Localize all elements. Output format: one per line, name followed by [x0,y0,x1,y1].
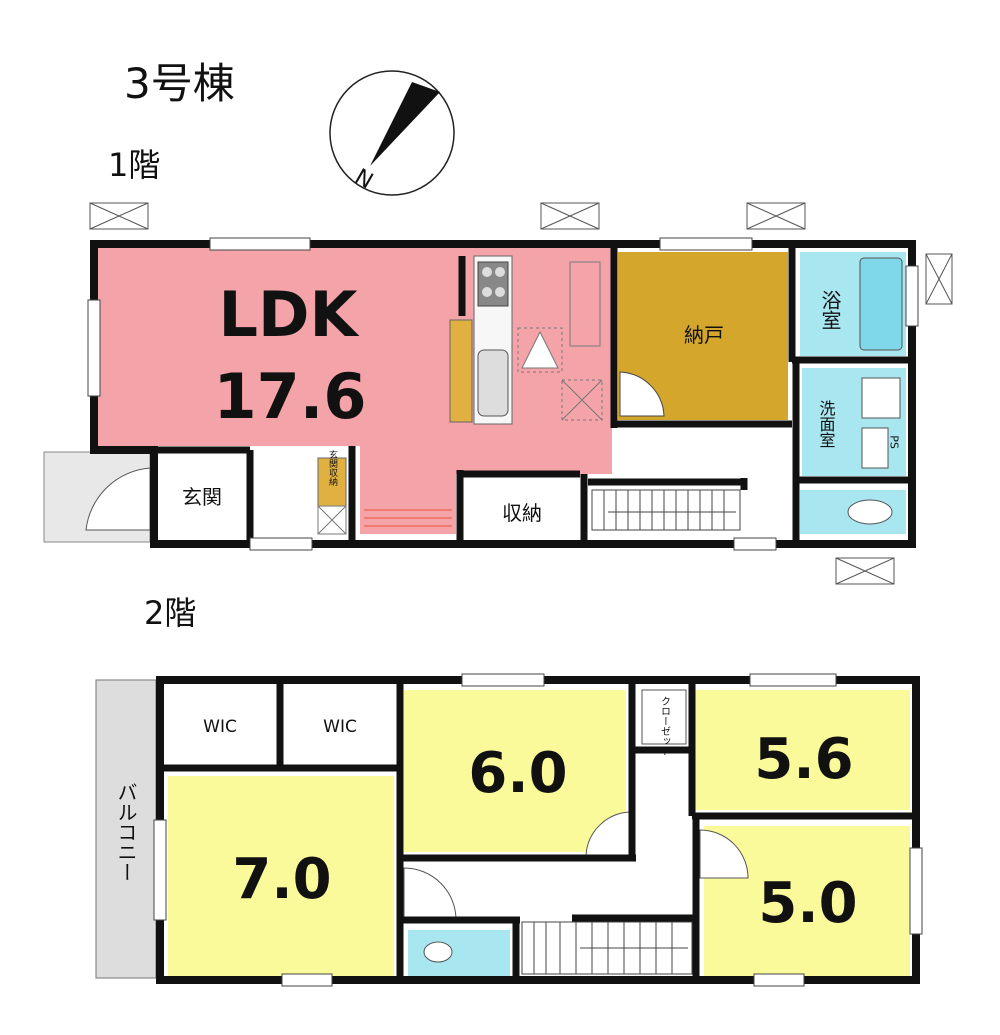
entrance-storage [317,457,347,507]
room-7-0 [168,776,394,976]
entrance-label: 玄関 [182,485,222,509]
closet-label: クローゼット [659,696,671,756]
storage-label: 収納 [502,501,542,525]
room-labels: LDK 17.6 納戸 浴室 洗面室 PS 玄関 玄関収納 収納 WIC WIC… [114,278,901,936]
compass-needle [370,82,440,166]
floor-2-plan [95,673,923,987]
ldk-name-label: LDK [218,278,359,351]
room-6-0 [404,690,626,852]
stairs-1f [591,489,741,531]
building-title: 3号棟 [124,59,235,108]
compass: N [329,70,455,196]
ps-label: PS [888,435,901,449]
ldk-size-label: 17.6 [214,360,367,433]
entrance-storage-label: 玄関収納 [327,449,338,487]
balcony-label: バルコニー [114,782,138,882]
window-markers [89,202,953,585]
room-6-0-label: 6.0 [468,741,567,806]
room-7-0-label: 7.0 [232,847,331,912]
room-5-6-label: 5.6 [754,727,853,792]
room-5-6 [690,690,910,810]
floor-1-plan [43,237,919,551]
toilet-room-2f [408,930,510,976]
bath-label: 浴室 [818,290,842,330]
kitchen-counter [449,319,473,423]
balcony [95,679,157,979]
floor-1-label: 1階 [108,146,161,184]
sink-icon [477,349,509,417]
floor-2-label: 2階 [144,594,197,632]
storeroom-label: 納戸 [684,323,724,347]
wic-2-label: WIC [323,717,357,737]
stairs-2f [521,921,693,975]
wic-1-label: WIC [203,717,237,737]
washroom-label: 洗面室 [817,400,836,448]
toilet-icon [847,499,893,525]
room-5-0-label: 5.0 [758,871,857,936]
